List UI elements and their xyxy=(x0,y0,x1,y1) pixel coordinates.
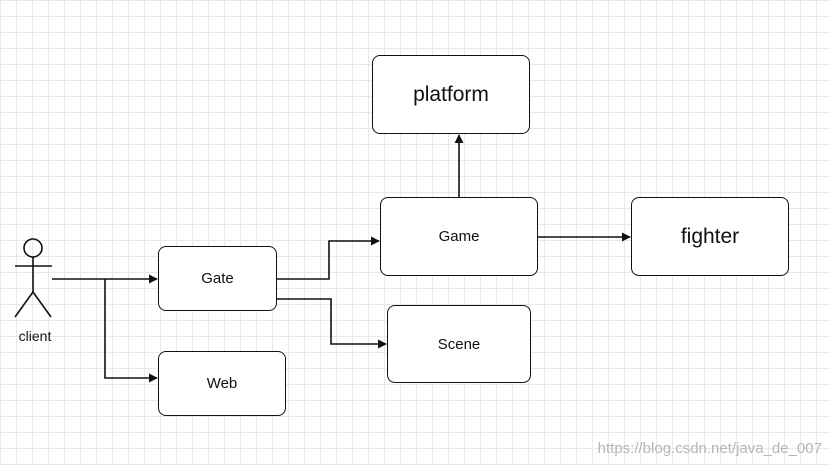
node-scene-label: Scene xyxy=(437,335,481,353)
client-actor-icon xyxy=(14,238,52,318)
node-platform-label: platform xyxy=(413,82,489,106)
edge-gate-game xyxy=(277,236,380,280)
node-platform: platform xyxy=(372,55,530,134)
node-gate: Gate xyxy=(158,246,277,311)
node-game-label: Game xyxy=(438,228,480,245)
client-actor-label: client xyxy=(18,328,52,344)
node-gate-label: Gate xyxy=(201,270,234,287)
edge-gate-scene xyxy=(277,298,387,349)
edge-client-web xyxy=(104,279,158,383)
node-web-label: Web xyxy=(206,375,238,392)
watermark-text: https://blog.csdn.net/java_de_007 xyxy=(597,440,822,457)
node-scene: Scene xyxy=(387,305,531,383)
node-fighter-label: fighter xyxy=(680,224,740,248)
node-game: Game xyxy=(380,197,538,276)
node-web: Web xyxy=(158,351,286,416)
node-fighter: fighter xyxy=(631,197,789,276)
